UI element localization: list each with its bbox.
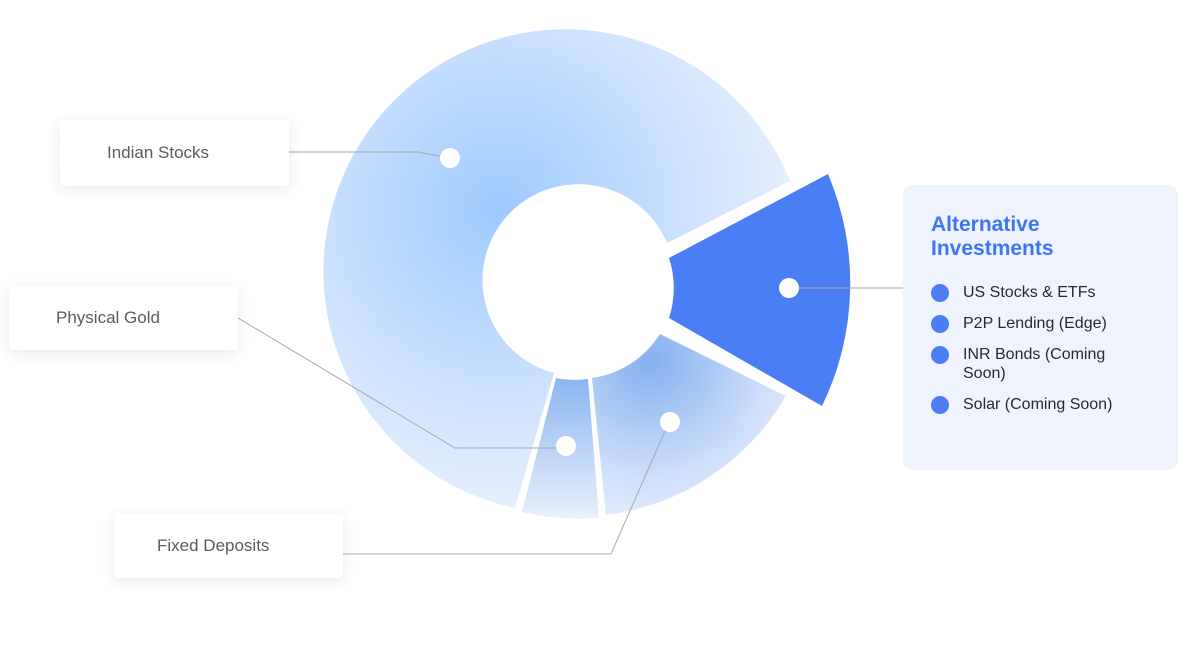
marker-indian-stocks — [440, 148, 460, 168]
connector-indian-stocks — [289, 151, 450, 159]
list-item-label: Solar (Coming Soon) — [963, 396, 1113, 413]
segment-fixed-deposits — [592, 334, 786, 515]
label-indian-stocks: Indian Stocks — [60, 120, 289, 186]
segment-indian-stocks — [323, 29, 790, 509]
alternative-investments-list: US Stocks & ETFs P2P Lending (Edge) INR … — [931, 283, 1154, 414]
list-item-label: US Stocks & ETFs — [963, 284, 1096, 301]
list-item: Solar (Coming Soon) — [931, 395, 1154, 414]
label-physical-gold-text: Physical Gold — [56, 308, 160, 327]
connector-fixed-deposits — [343, 421, 670, 555]
list-item: US Stocks & ETFs — [931, 283, 1154, 302]
label-indian-stocks-text: Indian Stocks — [107, 143, 210, 162]
alternative-investments-panel: Alternative Investments US Stocks & ETFs… — [903, 185, 1178, 470]
connector-physical-gold — [237, 317, 565, 449]
alternative-investments-title: Alternative Investments — [931, 213, 1054, 260]
bullet-dot-icon — [931, 315, 949, 333]
list-item: INR Bonds (Coming Soon) — [931, 345, 1154, 383]
label-fixed-deposits: Fixed Deposits — [114, 514, 343, 578]
marker-physical-gold — [556, 436, 576, 456]
bullet-dot-icon — [931, 284, 949, 302]
label-physical-gold: Physical Gold — [9, 286, 238, 350]
bullet-dot-icon — [931, 346, 949, 364]
marker-alternative-investments — [779, 278, 799, 298]
bullet-dot-icon — [931, 396, 949, 414]
list-item: P2P Lending (Edge) — [931, 314, 1154, 333]
marker-fixed-deposits — [660, 412, 680, 432]
label-fixed-deposits-text: Fixed Deposits — [157, 536, 270, 555]
segment-alternative-investments — [669, 174, 851, 406]
list-item-label: INR Bonds (Coming Soon) — [963, 346, 1106, 382]
list-item-label: P2P Lending (Edge) — [963, 315, 1107, 332]
